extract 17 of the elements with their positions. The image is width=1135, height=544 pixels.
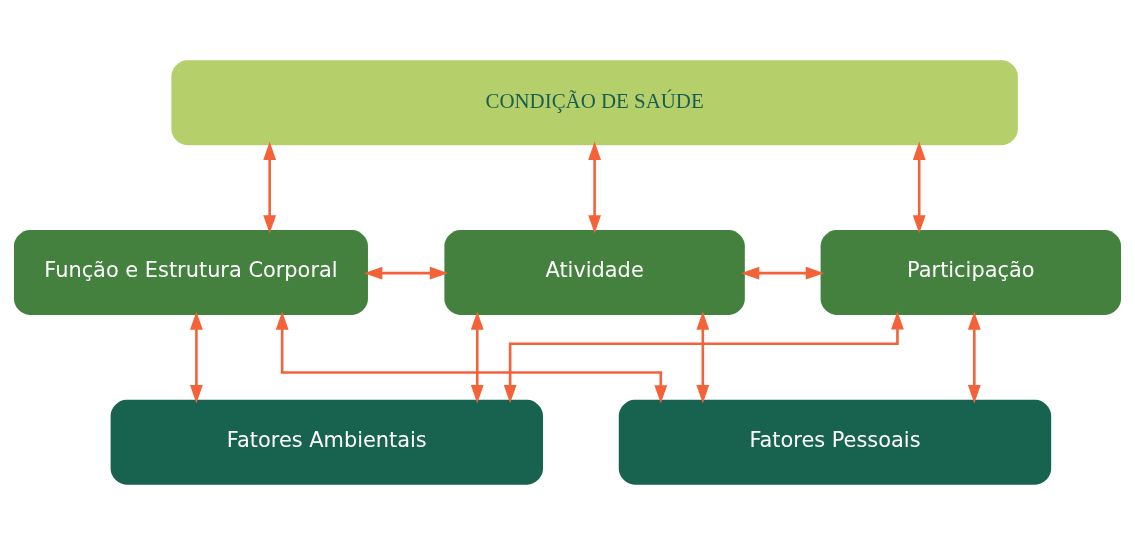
node-box: Atividade [444, 229, 745, 315]
node-box: CONDIÇÃO DE SAÚDE [171, 59, 1018, 145]
arrow [967, 310, 981, 403]
node-box: Participação [820, 229, 1122, 315]
arrow [275, 311, 668, 404]
arrow [503, 310, 904, 403]
arrow [470, 310, 484, 403]
arrow [190, 310, 203, 403]
arrow [696, 310, 710, 403]
arrow [364, 266, 449, 280]
node-box: Fatores Ambientais [110, 399, 543, 485]
arrow [912, 141, 926, 234]
arrow [740, 266, 825, 280]
arrow [263, 141, 277, 234]
node-box: Fatores Pessoais [618, 399, 1052, 485]
node-box: Função e Estrutura Corporal [13, 229, 368, 315]
arrow [588, 141, 601, 234]
